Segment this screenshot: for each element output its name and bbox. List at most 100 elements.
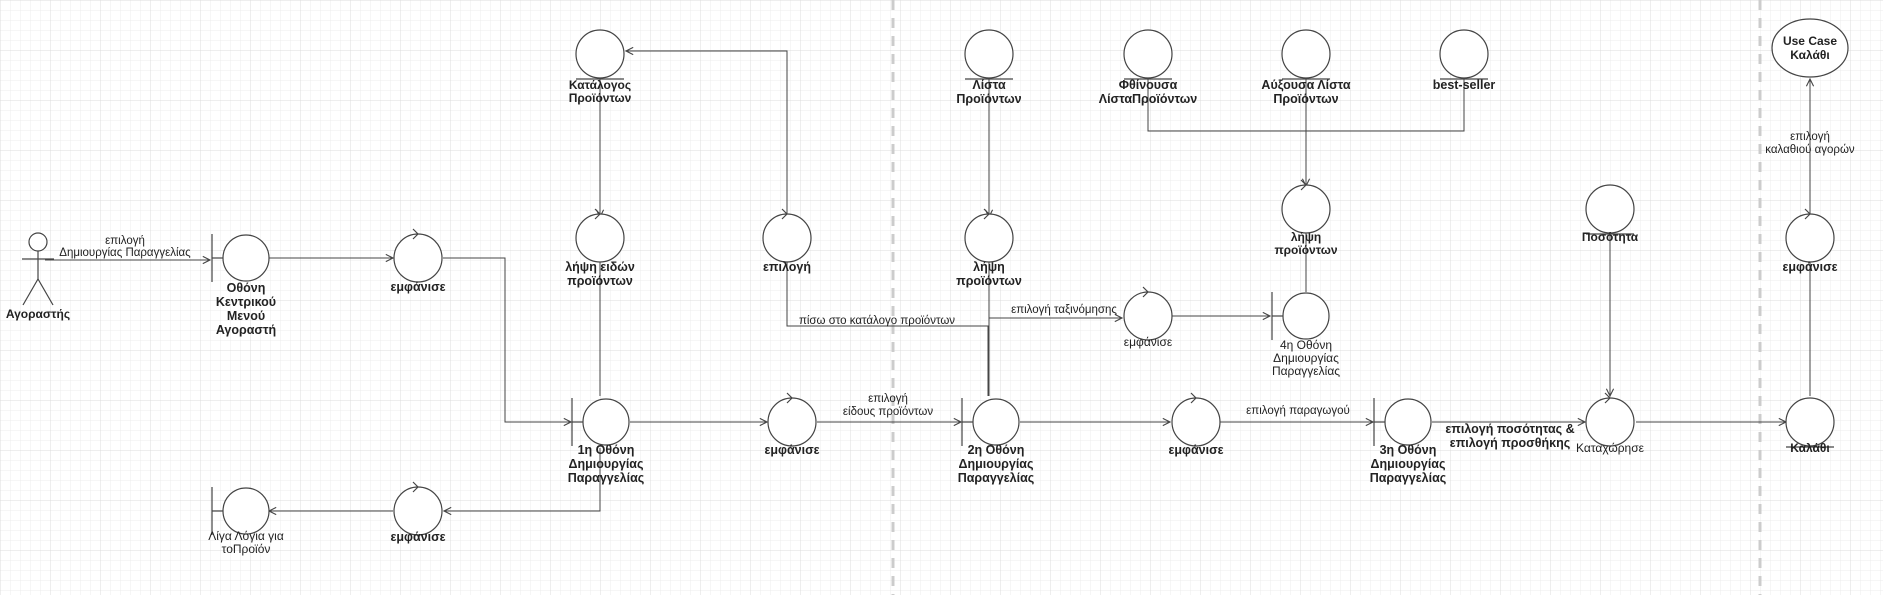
edge-label-select-cart-line: καλαθιού αγορών (1765, 144, 1855, 156)
boundary-screen4-icon (1271, 292, 1330, 340)
edge-label-select-product-line: επιλογή παραγωγού (1246, 405, 1350, 417)
entity-quantity-icon (1585, 184, 1635, 235)
boundary-screen2-label-line: 2η Οθόνη (968, 443, 1025, 457)
entity-asc-list-label-line: Προϊόντων (1273, 92, 1338, 106)
boundary-screen1-label-line: 1η Οθόνη (578, 443, 635, 457)
control-get-products-icon (964, 208, 1014, 263)
entity-best-seller-label-line: best-seller (1433, 78, 1496, 92)
edge-label-select-cart-line: επιλογή (1790, 131, 1830, 143)
boundary-main-menu-label-line: Οθόνη (227, 281, 266, 295)
entity-catalog-label-line: Κατάλογος (569, 78, 631, 92)
entity-quantity-label-line: Ποσότητα (1582, 230, 1639, 244)
control-select-label: επιλογή (763, 260, 811, 274)
boundary-screen2-icon (961, 398, 1020, 446)
entity-cart-label-line: Καλάθι (1790, 441, 1830, 455)
boundary-screen3-label-line: 3η Οθόνη (1380, 443, 1437, 457)
control-show-cart-label-line: εμφάνισε (1782, 260, 1837, 274)
edge-label-select-quantity-line: επιλογή ποσότητας & (1445, 422, 1574, 436)
edge-label-select-sorting-line: επιλογή ταξινόμησης (1011, 304, 1117, 316)
control-get-products4-label-line: λήψη (1291, 230, 1321, 244)
entity-desc-list-label-line: Φθίνουσα (1119, 78, 1178, 92)
control-show-s1-icon (767, 392, 817, 447)
control-get-types-label-line: λήψη ειδών (565, 260, 635, 274)
boundary-screen1-label-line: Παραγγελίας (568, 471, 645, 485)
entity-asc-list-icon (1281, 29, 1331, 80)
control-show-s2-label: εμφάνισε (1168, 443, 1223, 457)
control-register-icon (1585, 392, 1635, 447)
boundary-main-menu-label-line: Μενού (227, 309, 265, 323)
control-get-types-icon (575, 208, 625, 263)
boundary-screen3-icon (1373, 398, 1432, 446)
entity-product-list-label-line: Λίστα (972, 78, 1006, 92)
boundary-screen3-label-line: Παραγγελίας (1370, 471, 1447, 485)
edge-label-select-quantity-line: επιλογή προσθήκης (1450, 436, 1570, 450)
edge-label-select-sorting: επιλογή ταξινόμησης (1011, 304, 1117, 316)
entity-desc-list-label-line: ΛίσταΠροϊόντων (1099, 92, 1198, 106)
control-select-icon (762, 208, 812, 263)
control-get-types-label-line: προϊόντων (567, 274, 633, 288)
control-register-label: Καταχώρησε (1576, 441, 1645, 455)
boundary-screen3-label-line: Δημιουργίας (1371, 457, 1446, 471)
control-show-s1-label-line: εμφάνισε (764, 443, 819, 457)
control-show-few-label: εμφάνισε (390, 530, 445, 544)
edge-label-back-to-catalog: πίσω στο κατάλογο προϊόντων (799, 315, 955, 327)
boundary-screen4-label-line: 4η Οθόνη (1280, 338, 1332, 352)
use-case-cart-label-line: Use Case (1783, 34, 1837, 48)
boundary-few-words-label-line: Λίγα Λόγια για (208, 529, 284, 543)
edge-screen1-to-showfew (444, 448, 601, 511)
control-get-products-label-line: λήψη (973, 260, 1005, 274)
entity-catalog-label-line: Προϊόντων (569, 91, 632, 105)
control-show-s2-icon (1171, 392, 1221, 447)
control-show-menu-icon (393, 228, 443, 283)
control-register-label-line: Καταχώρησε (1576, 441, 1645, 455)
use-case-cart-label-line: Καλάθι (1790, 48, 1830, 62)
entity-cart-label: Καλάθι (1790, 441, 1830, 455)
control-get-products4-label-line: προϊόντων (1274, 243, 1337, 257)
actor-label-line: Αγοραστής (6, 307, 70, 321)
edge-label-select-product-type-line: είδους προϊόντων (843, 406, 933, 418)
boundary-screen1-label-line: Δημιουργίας (569, 457, 644, 471)
boundary-main-menu-label-line: Αγοραστή (216, 323, 276, 337)
control-get-products-label-line: προϊόντων (956, 274, 1022, 288)
control-show-s2-label-line: εμφάνισε (1168, 443, 1223, 457)
edge-label-select-create-order-line: Δημιουργίας Παραγγελίας (59, 247, 191, 259)
control-show-cart-icon (1785, 208, 1835, 263)
edge-select-to-catalog (626, 51, 788, 217)
edge-back-to-select (786, 262, 989, 396)
control-show-sort-label-line: εμφάνισε (1124, 335, 1173, 349)
boundary-screen1-icon (571, 398, 630, 446)
edge-label-back-to-catalog-line: πίσω στο κατάλογο προϊόντων (799, 315, 955, 327)
actor-label: Αγοραστής (6, 307, 70, 321)
boundary-main-menu-icon (211, 234, 270, 282)
edge-show-to-screen1 (443, 257, 571, 422)
entity-catalog-icon (575, 29, 625, 80)
boundary-screen4-label-line: Δημιουργίας (1273, 351, 1339, 365)
entity-quantity-label: Ποσότητα (1582, 230, 1639, 244)
entity-best-seller-label: best-seller (1433, 78, 1496, 92)
control-show-menu-label: εμφάνισε (390, 280, 445, 294)
control-show-s1-label: εμφάνισε (764, 443, 819, 457)
entity-product-list-label-line: Προϊόντων (956, 92, 1021, 106)
boundary-screen2-label-line: Δημιουργίας (959, 457, 1034, 471)
control-show-sort-label: εμφάνισε (1124, 335, 1173, 349)
entity-asc-list-label-line: Αύξουσα Λίστα (1261, 78, 1350, 92)
entity-best-seller-icon (1439, 29, 1489, 80)
boundary-few-words-icon (211, 487, 270, 535)
